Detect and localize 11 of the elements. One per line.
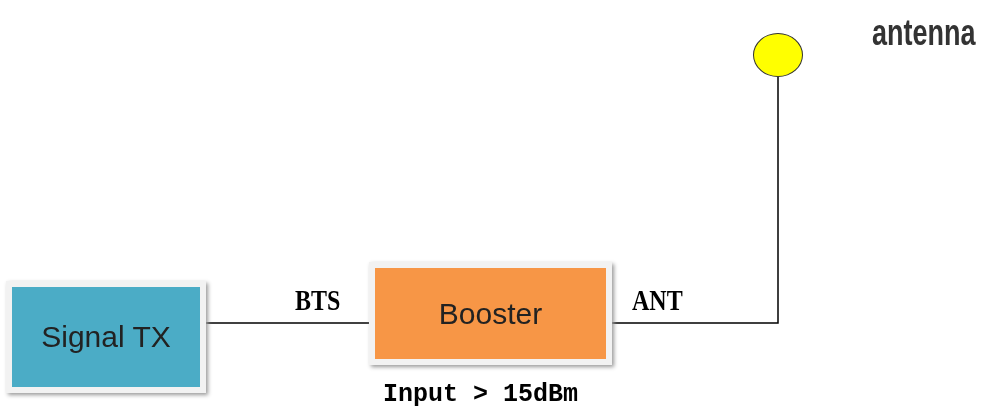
antenna-label: antenna <box>872 12 976 54</box>
port-label: BTS <box>295 283 341 317</box>
connector-line <box>611 76 779 324</box>
node-label: Signal TX <box>41 320 171 354</box>
connector-line <box>205 322 370 324</box>
port-label: ANT <box>632 283 683 317</box>
node-label: Booster <box>438 296 543 331</box>
amplifier-box <box>369 262 612 365</box>
signal-source-box <box>6 281 206 393</box>
antenna-ball <box>753 33 803 77</box>
input-level-note: Input > 15dBm <box>383 380 579 409</box>
